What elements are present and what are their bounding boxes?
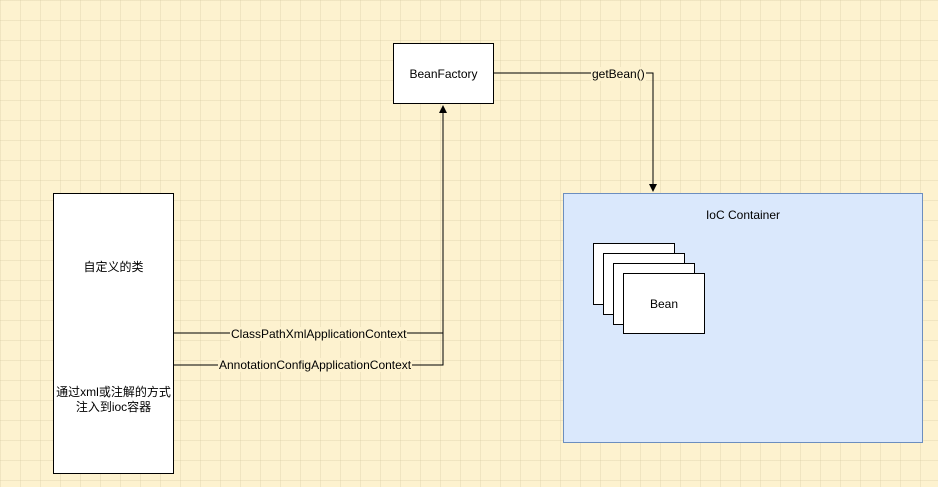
- annotation-context-label: AnnotationConfigApplicationContext: [218, 358, 413, 372]
- custom-class-desc-line1: 通过xml或注解的方式: [56, 385, 171, 399]
- bean-label: Bean: [649, 296, 679, 311]
- bean-factory-box[interactable]: BeanFactory: [393, 43, 494, 104]
- get-bean-label: getBean(): [591, 67, 646, 81]
- get-bean-connector: [494, 72, 657, 192]
- custom-class-desc-line2: 注入到ioc容器: [75, 400, 152, 414]
- custom-class-box[interactable]: 自定义的类 通过xml或注解的方式 注入到ioc容器: [53, 193, 174, 474]
- classpath-context-connector: [174, 105, 447, 334]
- custom-class-title: 自定义的类: [83, 260, 144, 274]
- bean-factory-label: BeanFactory: [409, 66, 478, 81]
- bean-card-front[interactable]: Bean: [623, 273, 705, 334]
- ioc-container-label: IoC Container: [705, 208, 781, 222]
- classpath-context-label: ClassPathXmlApplicationContext: [230, 327, 408, 341]
